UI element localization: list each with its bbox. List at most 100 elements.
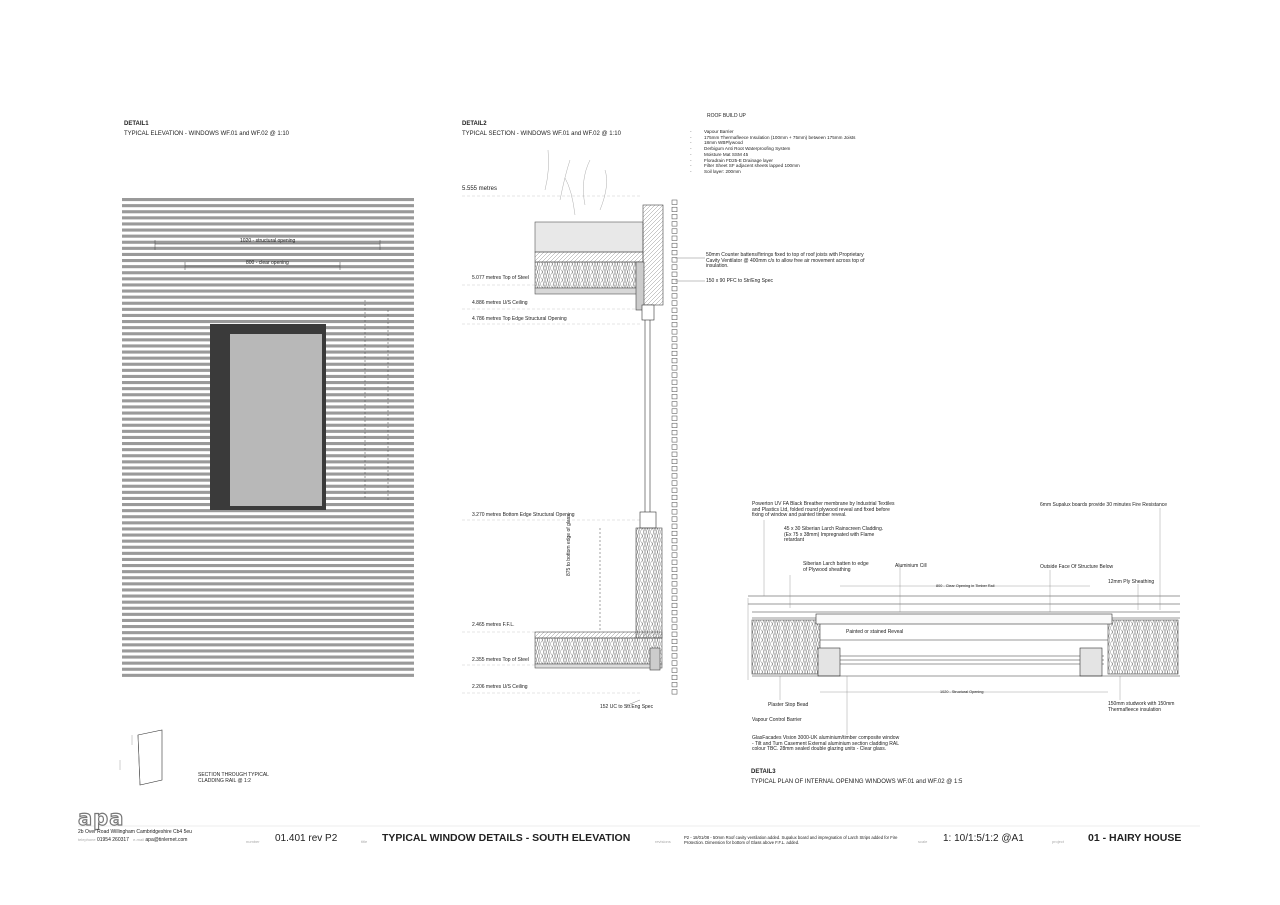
section-cladding-board (671, 473, 678, 479)
cladding-board (122, 271, 414, 275)
cladding-board (122, 576, 414, 580)
roof-item: 175mm Thermafleece Insulation (100mm + 7… (690, 135, 855, 141)
level-label: 5.077 metres Top of Steel (472, 275, 529, 281)
cladding-board (122, 222, 414, 226)
detail1-elevation (122, 198, 414, 677)
detail1-dim-clear: 800 - clear opening (246, 260, 289, 266)
note-larch-rainscreen: 45 x 30 Siberian Larch Rainscreen Claddi… (784, 526, 884, 543)
cladding-board (122, 570, 414, 574)
note-plaster: Plaster Stop Bead (768, 702, 809, 708)
section-cladding-board (671, 250, 678, 256)
section-cladding-board (671, 394, 678, 400)
note-uc: 152 UC to Str.Eng Spec (600, 704, 654, 710)
roof-item: Moisture Mat SSM 45 (690, 152, 855, 158)
roof-item: Vapour Barrier (690, 129, 855, 135)
section-cladding-board (671, 286, 678, 292)
roof-item: 18mm WBPlywood (690, 140, 855, 146)
note-aluminium-cill: Aluminium Cill (895, 563, 927, 569)
detail2-section (462, 149, 705, 707)
note-pfc: 150 x 90 PFC to Str/Eng Spec (706, 278, 773, 284)
section-cladding-board (671, 278, 678, 284)
section-cladding-board (671, 682, 678, 688)
section-cladding-board (671, 336, 678, 342)
section-cladding-board (671, 437, 678, 443)
section-cladding-board (671, 574, 678, 580)
section-cladding-board (671, 689, 678, 695)
section-cladding-board (671, 415, 678, 421)
section-cladding-board (671, 631, 678, 637)
email-label: e-mail (133, 837, 145, 842)
cladding-board (122, 252, 414, 256)
revisions-label: revisions (655, 839, 671, 844)
cladding-board (122, 265, 414, 269)
roof-item: Filter Sheet SF adjacent sheets lapped 1… (690, 163, 855, 169)
section-cladding-board (671, 343, 678, 349)
section-cladding-board (671, 365, 678, 371)
cladding-board (122, 637, 414, 641)
cladding-board (122, 661, 414, 665)
project-label: project (1052, 839, 1065, 844)
section-cladding-board (671, 386, 678, 392)
roof-item: Soil layer: 200mm (690, 169, 855, 175)
note-glass: 875 to bottom edge of glass (566, 514, 572, 576)
cladding-board (122, 539, 414, 543)
roof-item: Floradrain FD25-E Drainage layer (690, 158, 855, 164)
section-cladding-board (671, 271, 678, 277)
section-cladding-board (671, 444, 678, 450)
section-cladding-board (671, 617, 678, 623)
section-cladding-board (671, 660, 678, 666)
cladding-board (122, 234, 414, 238)
note-vapour: Vapour Control Barrier (752, 717, 802, 723)
dim-structural-opening: 1020 - Structural Opening (940, 690, 984, 694)
cladding-board (122, 612, 414, 616)
section-cladding-board (671, 264, 678, 270)
cladding-board (122, 533, 414, 537)
cladding-board (122, 667, 414, 671)
section-cladding-board (671, 358, 678, 364)
dim-clear-opening: 800 - Clear Opening in Timber Rail (936, 584, 995, 588)
detail1-title: TYPICAL ELEVATION - WINDOWS WF.01 and WF… (124, 131, 290, 137)
note-supalux: 6mm Supalux boards provide 30 minutes Fi… (1040, 502, 1168, 508)
section-cladding-board (671, 588, 678, 594)
cladding-board (122, 527, 414, 531)
cladding-board (122, 600, 414, 604)
section-cladding-board (671, 408, 678, 414)
cladding-board (122, 313, 414, 317)
section-cladding-board (671, 322, 678, 328)
cladding-board (122, 673, 414, 677)
section-cladding-board (671, 422, 678, 428)
cladding-board (122, 320, 414, 324)
cladding-board (122, 301, 414, 305)
window-glass (230, 334, 322, 506)
scale-label: scale (918, 839, 928, 844)
cladding-board (122, 259, 414, 263)
note-outside-face: Outside Face Of Structure Below (1040, 564, 1114, 570)
detail3-plan (747, 508, 1180, 735)
level-label: 2.206 metres U/S Ceiling (472, 684, 528, 690)
section-cladding-board (671, 530, 678, 536)
cladding-board (122, 649, 414, 653)
detail2-title: TYPICAL SECTION - WINDOWS WF.01 and WF.0… (462, 131, 621, 137)
level-label: 4.886 metres U/S Ceiling (472, 300, 528, 306)
project-name: 01 - HAIRY HOUSE (1088, 832, 1182, 844)
cladding-board (122, 588, 414, 592)
cladding-board (122, 515, 414, 519)
cladding-board (122, 295, 414, 299)
level-label: 2.465 metres F.F.L. (472, 622, 515, 628)
contact-row: telephone 01954 260317 e-mail apa@tinler… (78, 837, 187, 843)
cladding-board (122, 545, 414, 549)
drawing-number: 01.401 rev P2 (275, 833, 338, 844)
telephone: 01954 260317 (96, 837, 129, 843)
roof-buildup-list: Vapour Barrier 175mm Thermafleece Insula… (690, 129, 855, 175)
section-cladding-board (671, 552, 678, 558)
section-cladding-board (671, 329, 678, 335)
section-cladding-board (671, 257, 678, 263)
cladding-board (122, 307, 414, 311)
section-cladding-board (671, 502, 678, 508)
level-label: 2.355 metres Top of Steel (472, 657, 529, 663)
detail1-heading: DETAIL1 (124, 121, 149, 127)
cladding-board (122, 643, 414, 647)
cladding-board (122, 198, 414, 202)
note-breather: Powerton UV FA Black Breather membrane b… (752, 501, 895, 518)
revision-note: P2 - 18/01/08 - 50mm Roof cavity ventila… (684, 835, 898, 845)
